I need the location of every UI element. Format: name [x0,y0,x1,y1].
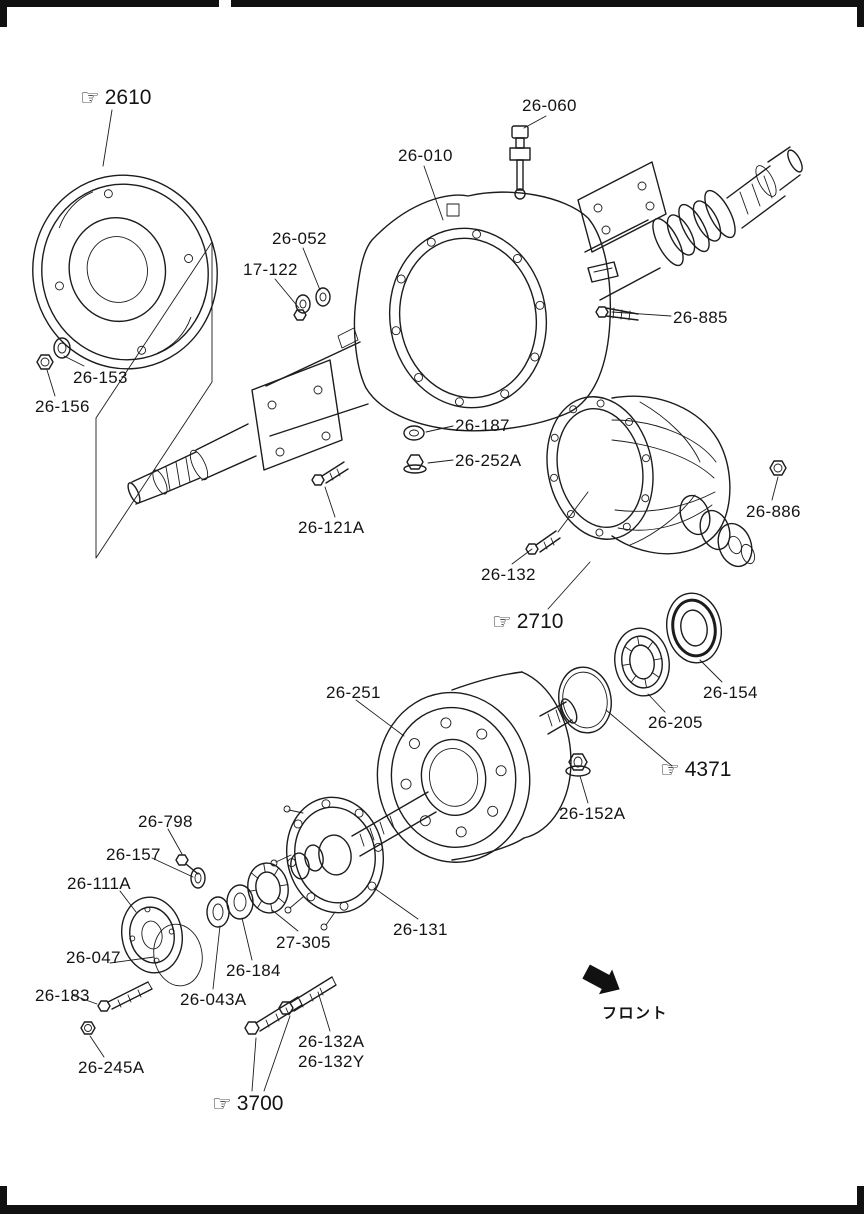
hub-stud-bolts [244,976,337,1035]
part-label-26-251: 26-251 [326,683,381,702]
part-label-26-132A: 26-132A [298,1032,365,1051]
brake-pipe-bracket [587,261,639,321]
pointing-hand-icon: ☞ [212,1091,232,1116]
axle-housing [127,146,803,505]
part-label-26-183: 26-183 [35,986,90,1005]
part-label-26-132: 26-132 [481,565,536,584]
part-label-26-252A: 26-252A [455,451,522,470]
assembly-ref-2610: ☞ 2610 [80,86,151,110]
assembly-ref-label: 4371 [684,758,732,781]
part-label-26-157: 26-157 [106,845,161,864]
part-label-26-060: 26-060 [522,96,577,115]
part-label-26-205: 26-205 [648,713,703,732]
part-label-26-184: 26-184 [226,961,281,980]
part-label-26-132Y: 26-132Y [298,1052,365,1071]
axle-shaft [270,791,437,931]
part-label-26-111A: 26-111A [67,874,131,893]
part-label-26-152A: 26-152A [559,804,626,823]
detail-boundary-box [95,241,213,559]
brake-backing-plate [32,174,218,370]
part-label-26-154: 26-154 [703,683,758,702]
drain-plug-and-washer [403,425,427,474]
part-label-26-885: 26-885 [673,308,728,327]
part-label-26-798: 26-798 [138,812,193,831]
part-label-17-122: 17-122 [243,260,298,279]
assembly-ref-3700: ☞ 3700 [212,1092,283,1116]
part-label-26-131: 26-131 [393,920,448,939]
hub-bearing-parts [80,854,289,1035]
part-label-26-010: 26-010 [398,146,453,165]
leader-lines [46,109,779,1092]
pointing-hand-icon: ☞ [492,609,512,634]
assembly-ref-label: 2610 [104,86,152,109]
part-label-26-052: 26-052 [272,229,327,248]
carrier-bolt [525,491,589,555]
assembly-ref-4371: ☞ 4371 [660,758,731,782]
pointing-hand-icon: ☞ [660,757,680,782]
assembly-ref-label: 2710 [516,610,564,633]
assembly-ref-2710: ☞ 2710 [492,610,563,634]
part-label-26-047: 26-047 [66,948,121,967]
front-direction-arrow [582,964,620,995]
part-label-26-156: 26-156 [35,397,90,416]
pointing-hand-icon: ☞ [80,85,100,110]
part-label-26-886: 26-886 [746,502,801,521]
part-label-26-153: 26-153 [73,368,128,387]
upper-fasteners [36,287,331,370]
part-label-26-187: 26-187 [455,416,510,435]
part-label-26-121A: 26-121A [298,518,365,537]
differential-carrier [546,395,756,568]
spring-pad-bolt [311,461,349,486]
hub-seal-bearing-parts [558,592,722,777]
brake-drum-hub [376,671,578,863]
part-label-26-043A: 26-043A [180,990,247,1009]
part-label-26-245A: 26-245A [78,1058,145,1077]
assembly-ref-label: 3700 [236,1092,284,1115]
front-direction-label: フロント [602,1005,669,1022]
breather-valve [509,125,531,200]
part-label-27-305: 27-305 [276,933,331,952]
carrier-nut [769,460,787,476]
